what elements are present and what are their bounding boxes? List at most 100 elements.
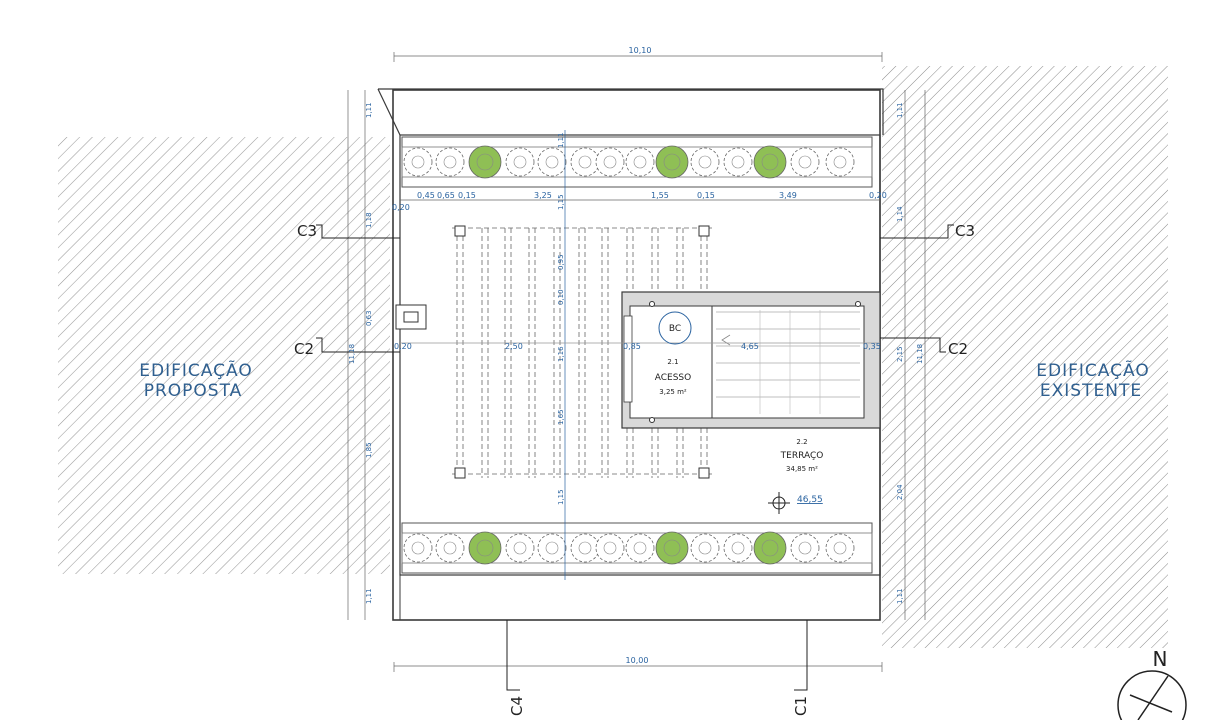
dim-right-v-3: 11,18 <box>916 344 924 364</box>
dim-r2-1: 2,50 <box>505 342 523 351</box>
plant-shrub-core <box>603 155 617 169</box>
plant-shrub-core <box>663 153 681 171</box>
dim-left-offset: 0,20 <box>392 203 410 212</box>
dim-r1-1: 0,65 <box>437 191 455 200</box>
plant-shrub <box>825 147 855 177</box>
bc-label: BC <box>669 324 681 334</box>
plant-shrub <box>403 147 433 177</box>
section-c1: C1 <box>792 696 810 716</box>
dim-r1-3: 3,25 <box>534 191 552 200</box>
plant-shrub <box>468 145 502 179</box>
dim-r2-3: 4,65 <box>741 342 759 351</box>
plant-shrub-core <box>545 541 559 555</box>
dim-r1-0: 0,45 <box>417 191 435 200</box>
terrace-name: TERRAÇO <box>780 451 824 461</box>
plant-shrub <box>468 531 502 565</box>
dim-right-v-2: 2,15 <box>896 346 904 362</box>
plant-shrub <box>723 147 753 177</box>
plant-shrub <box>753 531 787 565</box>
plant-shrub-core <box>633 541 647 555</box>
pergola-post <box>698 225 710 237</box>
dim-r1-4: 1,55 <box>651 191 669 200</box>
plant-shrub-core <box>411 541 425 555</box>
dim-right-v-0: 1,11 <box>896 102 904 118</box>
stair-flight <box>716 310 860 414</box>
dimension-bottom-total: 10,00 <box>626 656 649 665</box>
level-marker-icon <box>768 492 790 514</box>
section-c2-left: C2 <box>294 340 314 358</box>
section-c3-left: C3 <box>297 222 317 240</box>
proposed-building-hatch <box>58 137 390 574</box>
plant-shrub-core <box>443 541 457 555</box>
plant-shrub-core <box>633 155 647 169</box>
plant-shrub-core <box>578 541 592 555</box>
plant-shrub-core <box>798 541 812 555</box>
proposed-building-label-1: EDIFICAÇÃO <box>139 359 252 381</box>
plant-shrub <box>625 533 655 563</box>
plant-shrub-core <box>513 155 527 169</box>
plant-shrub-core <box>578 155 592 169</box>
plant-shrub <box>723 533 753 563</box>
plant-shrub <box>690 147 720 177</box>
plant-shrub-core <box>411 155 425 169</box>
access-area: 3,25 m² <box>659 388 687 396</box>
section-c4: C4 <box>508 696 526 716</box>
level-value: 46,55 <box>797 495 823 505</box>
dim-right-v-4: 2,04 <box>896 484 904 500</box>
plant-shrub <box>505 533 535 563</box>
dim-center-v-6: 1,15 <box>557 489 565 505</box>
dim-r2-2: 0,85 <box>623 342 641 351</box>
planter-bottom <box>401 522 873 574</box>
plant-shrub-core <box>698 155 712 169</box>
plant-shrub <box>753 145 787 179</box>
pergola-post <box>454 467 466 479</box>
plant-shrub <box>570 533 600 563</box>
existing-building-label-1: EDIFICAÇÃO <box>1036 359 1149 381</box>
access-name: ACESSO <box>655 373 691 383</box>
existing-building-label-2: EXISTENTE <box>1040 381 1142 401</box>
dim-center-v-4: 1,16 <box>557 346 565 362</box>
dim-center-v-1: 1,15 <box>557 194 565 210</box>
plant-shrub-core <box>663 539 681 557</box>
dim-left-v-3: 11,18 <box>348 344 356 364</box>
dimension-lines <box>347 52 926 672</box>
dim-left-v-5: 1,11 <box>365 588 373 604</box>
dim-center-v-5: 1,65 <box>557 409 565 425</box>
plant-shrub-core <box>545 155 559 169</box>
pergola-post <box>454 225 466 237</box>
proposed-building-label-2: PROPOSTA <box>144 381 243 401</box>
dim-center-v-0: 1,11 <box>557 132 565 148</box>
section-c3-right: C3 <box>955 222 975 240</box>
dim-r2-4: 0,35 <box>863 342 881 351</box>
plant-shrub <box>570 147 600 177</box>
plant-shrub <box>595 533 625 563</box>
access-code: 2.1 <box>667 358 678 366</box>
plant-shrub <box>537 147 567 177</box>
dim-r2-0: 0,20 <box>394 342 412 351</box>
bc-circle <box>658 311 692 345</box>
plant-shrub-core <box>443 155 457 169</box>
dim-left-v-2: 0,63 <box>365 310 373 326</box>
plant-shrub-core <box>731 541 745 555</box>
dim-left-v-4: 1,85 <box>365 442 373 458</box>
dim-r1-5: 0,15 <box>697 191 715 200</box>
plant-shrub <box>625 147 655 177</box>
plant-shrub-core <box>798 155 812 169</box>
plant-shrub-core <box>603 541 617 555</box>
plant-shrub-core <box>833 155 847 169</box>
plant-shrub-core <box>833 541 847 555</box>
plants-top <box>403 145 855 179</box>
north-arrow-icon <box>1117 670 1187 720</box>
plants-bottom <box>403 531 855 565</box>
section-cut-lines <box>316 224 954 691</box>
dim-left-v-1: 1,18 <box>365 212 373 228</box>
dim-left-v-0: 1,11 <box>365 102 373 118</box>
section-c2-right: C2 <box>948 340 968 358</box>
stair-core <box>621 291 881 429</box>
dimension-top-total: 10,10 <box>629 46 652 55</box>
plant-shrub <box>595 147 625 177</box>
plant-shrub <box>655 531 689 565</box>
plant-shrub <box>655 145 689 179</box>
plant-shrub-core <box>476 153 494 171</box>
